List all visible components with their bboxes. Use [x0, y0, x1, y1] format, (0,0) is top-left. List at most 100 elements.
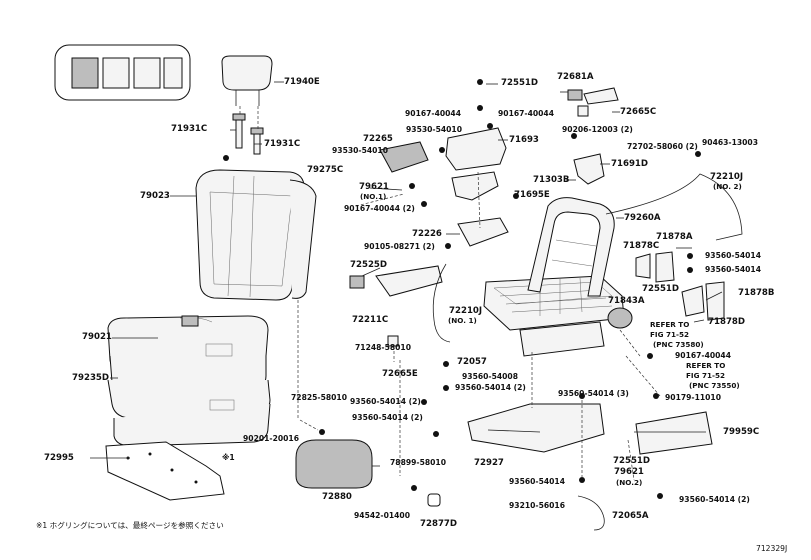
part-label-90167-40044-a[interactable]: 90167-40044 [405, 109, 461, 118]
fastener-icons [223, 79, 701, 499]
part-label-90179-11010[interactable]: 90179-11010 [665, 393, 721, 402]
cover-icon [573, 153, 605, 185]
part-label-71878A[interactable]: 71878A [656, 232, 693, 242]
part-label-72665E[interactable]: 72665E [382, 369, 418, 379]
part-label-90167-40044-b[interactable]: 90167-40044 [498, 109, 554, 118]
part-label-72210J-no2-sub: (NO. 2) [713, 182, 742, 191]
part-label-90105-08271[interactable]: 90105-08271 (2) [364, 242, 435, 251]
part-label-71931C-a[interactable]: 71931C [171, 124, 208, 134]
seat-cushion-cover-icon [107, 379, 271, 447]
part-label-72825-58010[interactable]: 72825-58010 [291, 393, 347, 402]
headrest-icon [221, 55, 273, 106]
part-label-72880[interactable]: 72880 [322, 492, 352, 502]
part-label-72665C[interactable]: 72665C [620, 107, 657, 117]
part-label-72525D[interactable]: 72525D [350, 260, 388, 270]
refer-note-2-line-2: FIG 71-52 [686, 371, 725, 380]
part-label-72057[interactable]: 72057 [457, 357, 487, 367]
part-label-79235D[interactable]: 79235D [72, 373, 110, 383]
part-label-79621-no1-sub: (NO.1) [360, 192, 387, 201]
part-label-79959C[interactable]: 79959C [723, 427, 760, 437]
refer-note-2-line-1: REFER TO [686, 361, 726, 370]
part-label-71843A[interactable]: 71843A [608, 296, 645, 306]
refer-note-1-line-3: (PNC 73580) [653, 340, 704, 349]
part-label-90206-12003[interactable]: 90206-12003 (2) [562, 125, 633, 134]
armrest-icon [295, 439, 373, 489]
part-label-72551D-mid[interactable]: 72551D [642, 284, 680, 294]
part-label-71940E[interactable]: 71940E [284, 77, 320, 87]
part-label-79621-no2[interactable]: 79621 [614, 467, 644, 477]
seat-back-frame-icon [527, 197, 615, 297]
part-label-72226[interactable]: 72226 [412, 229, 442, 239]
part-label-79260A[interactable]: 79260A [624, 213, 661, 223]
part-label-93560-54014-c[interactable]: 93560-54014 [509, 477, 565, 486]
part-label-72551D-top[interactable]: 72551D [501, 78, 539, 88]
part-label-79023[interactable]: 79023 [140, 191, 170, 201]
figure-id: 712329J [756, 544, 788, 553]
part-label-72551D-low[interactable]: 72551D [613, 456, 651, 466]
part-label-93560-54014-2d[interactable]: 93560-54014 (2) [679, 495, 750, 504]
part-label-71691D[interactable]: 71691D [611, 159, 649, 169]
refer-note-1-line-2: FIG 71-52 [650, 330, 689, 339]
footnote: ※1 ホグリングについては、最終ページを参照ください [36, 521, 224, 530]
part-label-93560-54014-3[interactable]: 93560-54014 (3) [558, 389, 629, 398]
part-label-78899-58010[interactable]: 78899-58010 [390, 458, 446, 467]
side-cover-icon [635, 251, 725, 321]
part-label-72877D[interactable]: 72877D [420, 519, 458, 529]
leader-lines [90, 81, 723, 467]
hinge-bracket-icon [375, 127, 509, 297]
refer-note-1-line-1: REFER TO [650, 320, 690, 329]
part-label-72065A[interactable]: 72065A [612, 511, 649, 521]
part-label-90167-40044-c[interactable]: 90167-40044 [675, 351, 731, 360]
part-label-71303B[interactable]: 71303B [533, 175, 570, 185]
strap-icon [577, 495, 605, 531]
part-label-72210J-no2[interactable]: 72210J [710, 172, 744, 182]
part-label-93210-56016[interactable]: 93210-56016 [509, 501, 565, 510]
part-label-93530-54010-b[interactable]: 93530-54010 [406, 125, 462, 134]
knob-icon [607, 307, 633, 329]
part-label-71248-58010[interactable]: 71248-58010 [355, 343, 411, 352]
part-label-93560-54014-b[interactable]: 93560-54014 [705, 265, 761, 274]
seat-frame-icon [483, 275, 625, 357]
part-label-71878D[interactable]: 71878D [708, 317, 746, 327]
part-label-72702-58060[interactable]: 72702-58060 (2) [627, 142, 698, 151]
part-label-93560-54014-2c[interactable]: 93560-54014 (2) [352, 413, 423, 422]
dashed-leader-lines [239, 106, 661, 481]
part-label-90463-13003[interactable]: 90463-13003 [702, 138, 758, 147]
part-label-72265[interactable]: 72265 [363, 134, 393, 144]
part-label-79275C[interactable]: 79275C [307, 165, 344, 175]
part-label-71693[interactable]: 71693 [509, 135, 539, 145]
part-label-71931C-b[interactable]: 71931C [264, 139, 301, 149]
part-label-90167-40044-2a[interactable]: 90167-40044 (2) [344, 204, 415, 213]
part-label-71695E[interactable]: 71695E [514, 190, 550, 200]
cable-no1-icon [432, 263, 451, 343]
part-label-71878B[interactable]: 71878B [738, 288, 775, 298]
part-label-71878C[interactable]: 71878C [623, 241, 660, 251]
headrest-support-icon [232, 113, 264, 155]
part-label-90201-20016[interactable]: 90201-20016 [243, 434, 299, 443]
part-label-93560-54014-2a[interactable]: 93560-54014 (2) [455, 383, 526, 392]
seat-back-cushion-icon [195, 169, 317, 301]
refer-note-2-line-3: (PNC 73550) [689, 381, 740, 390]
latch-icon [567, 87, 619, 117]
part-label-72210J-no1[interactable]: 72210J [449, 306, 483, 316]
part-label-79621-no1[interactable]: 79621 [359, 182, 389, 192]
part-label-93530-54010-a[interactable]: 93530-54010 [332, 146, 388, 155]
note-reference-mark: ※1 [222, 453, 235, 462]
side-panel-icon [635, 411, 713, 455]
part-label-93560-54014-a[interactable]: 93560-54014 [705, 251, 761, 260]
cable-icon [605, 173, 743, 241]
part-label-94542-01400[interactable]: 94542-01400 [354, 511, 410, 520]
part-label-93560-54014-2b[interactable]: 93560-54014 (2) [350, 397, 421, 406]
part-label-72211C[interactable]: 72211C [352, 315, 389, 325]
floor-mat-icon [105, 441, 225, 501]
part-label-72995[interactable]: 72995 [44, 453, 74, 463]
part-label-72681A[interactable]: 72681A [557, 72, 594, 82]
part-label-93560-54008[interactable]: 93560-54008 [462, 372, 518, 381]
part-label-79021[interactable]: 79021 [82, 332, 112, 342]
part-label-72210J-no1-sub: (NO. 1) [448, 316, 477, 325]
under-cover-icon [467, 403, 605, 453]
vehicle-locator-icon [54, 44, 191, 101]
part-label-72927[interactable]: 72927 [474, 458, 504, 468]
